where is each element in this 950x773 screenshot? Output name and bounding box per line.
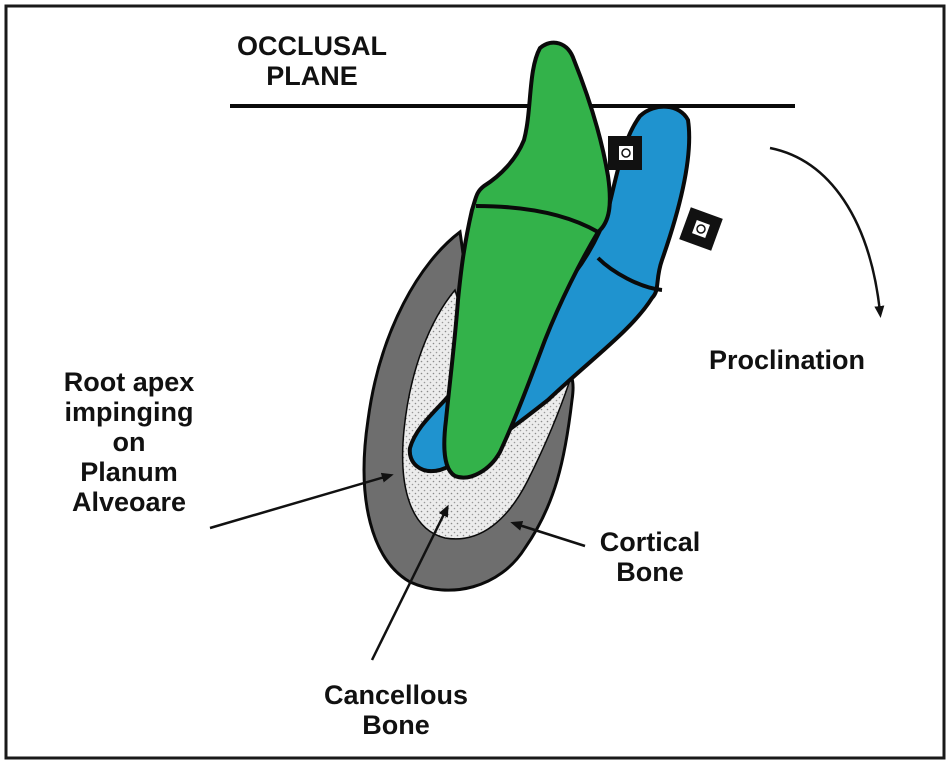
cancellous-bone-label: Cancellous Bone [296, 680, 496, 740]
cortical-bone-label-line: Cortical [599, 527, 701, 557]
occlusal-plane-label-line: OCCLUSAL [237, 31, 387, 61]
tooth-green-original [442, 40, 612, 480]
cancellous-bone-leader [370, 504, 449, 661]
cortical-bone-leader [510, 521, 586, 548]
root-apex-label-line: Alveoare [71, 487, 187, 517]
diagram-frame [4, 4, 946, 760]
bracket-lower [679, 207, 723, 251]
cancellous-bone-label-line: Bone [362, 710, 430, 740]
cortical-bone-label-line: Bone [616, 557, 684, 587]
proclination-arrow [769, 146, 885, 318]
cortical-bone-label: Cortical Bone [580, 527, 720, 587]
cancellous-bone-label-line: Cancellous [323, 680, 469, 710]
proclination-label: Proclination [709, 345, 865, 375]
root-apex-label-line: Planum [80, 457, 178, 487]
root-apex-label-line: impinging [64, 397, 194, 427]
root-apex-label-line: on [112, 427, 146, 457]
root-apex-label: Root apex impinging on Planum Alveoare [14, 367, 244, 517]
root-apex-label-line: Root apex [63, 367, 195, 397]
occlusal-plane-label: OCCLUSAL PLANE [212, 31, 412, 91]
tooth-green-cej [475, 204, 600, 234]
bracket-upper [608, 136, 642, 170]
root-apex-leader [209, 472, 394, 530]
occlusal-plane-label-line: PLANE [266, 61, 358, 91]
tooth-blue-cej [596, 256, 663, 292]
proclination-label-text: Proclination [709, 345, 866, 375]
